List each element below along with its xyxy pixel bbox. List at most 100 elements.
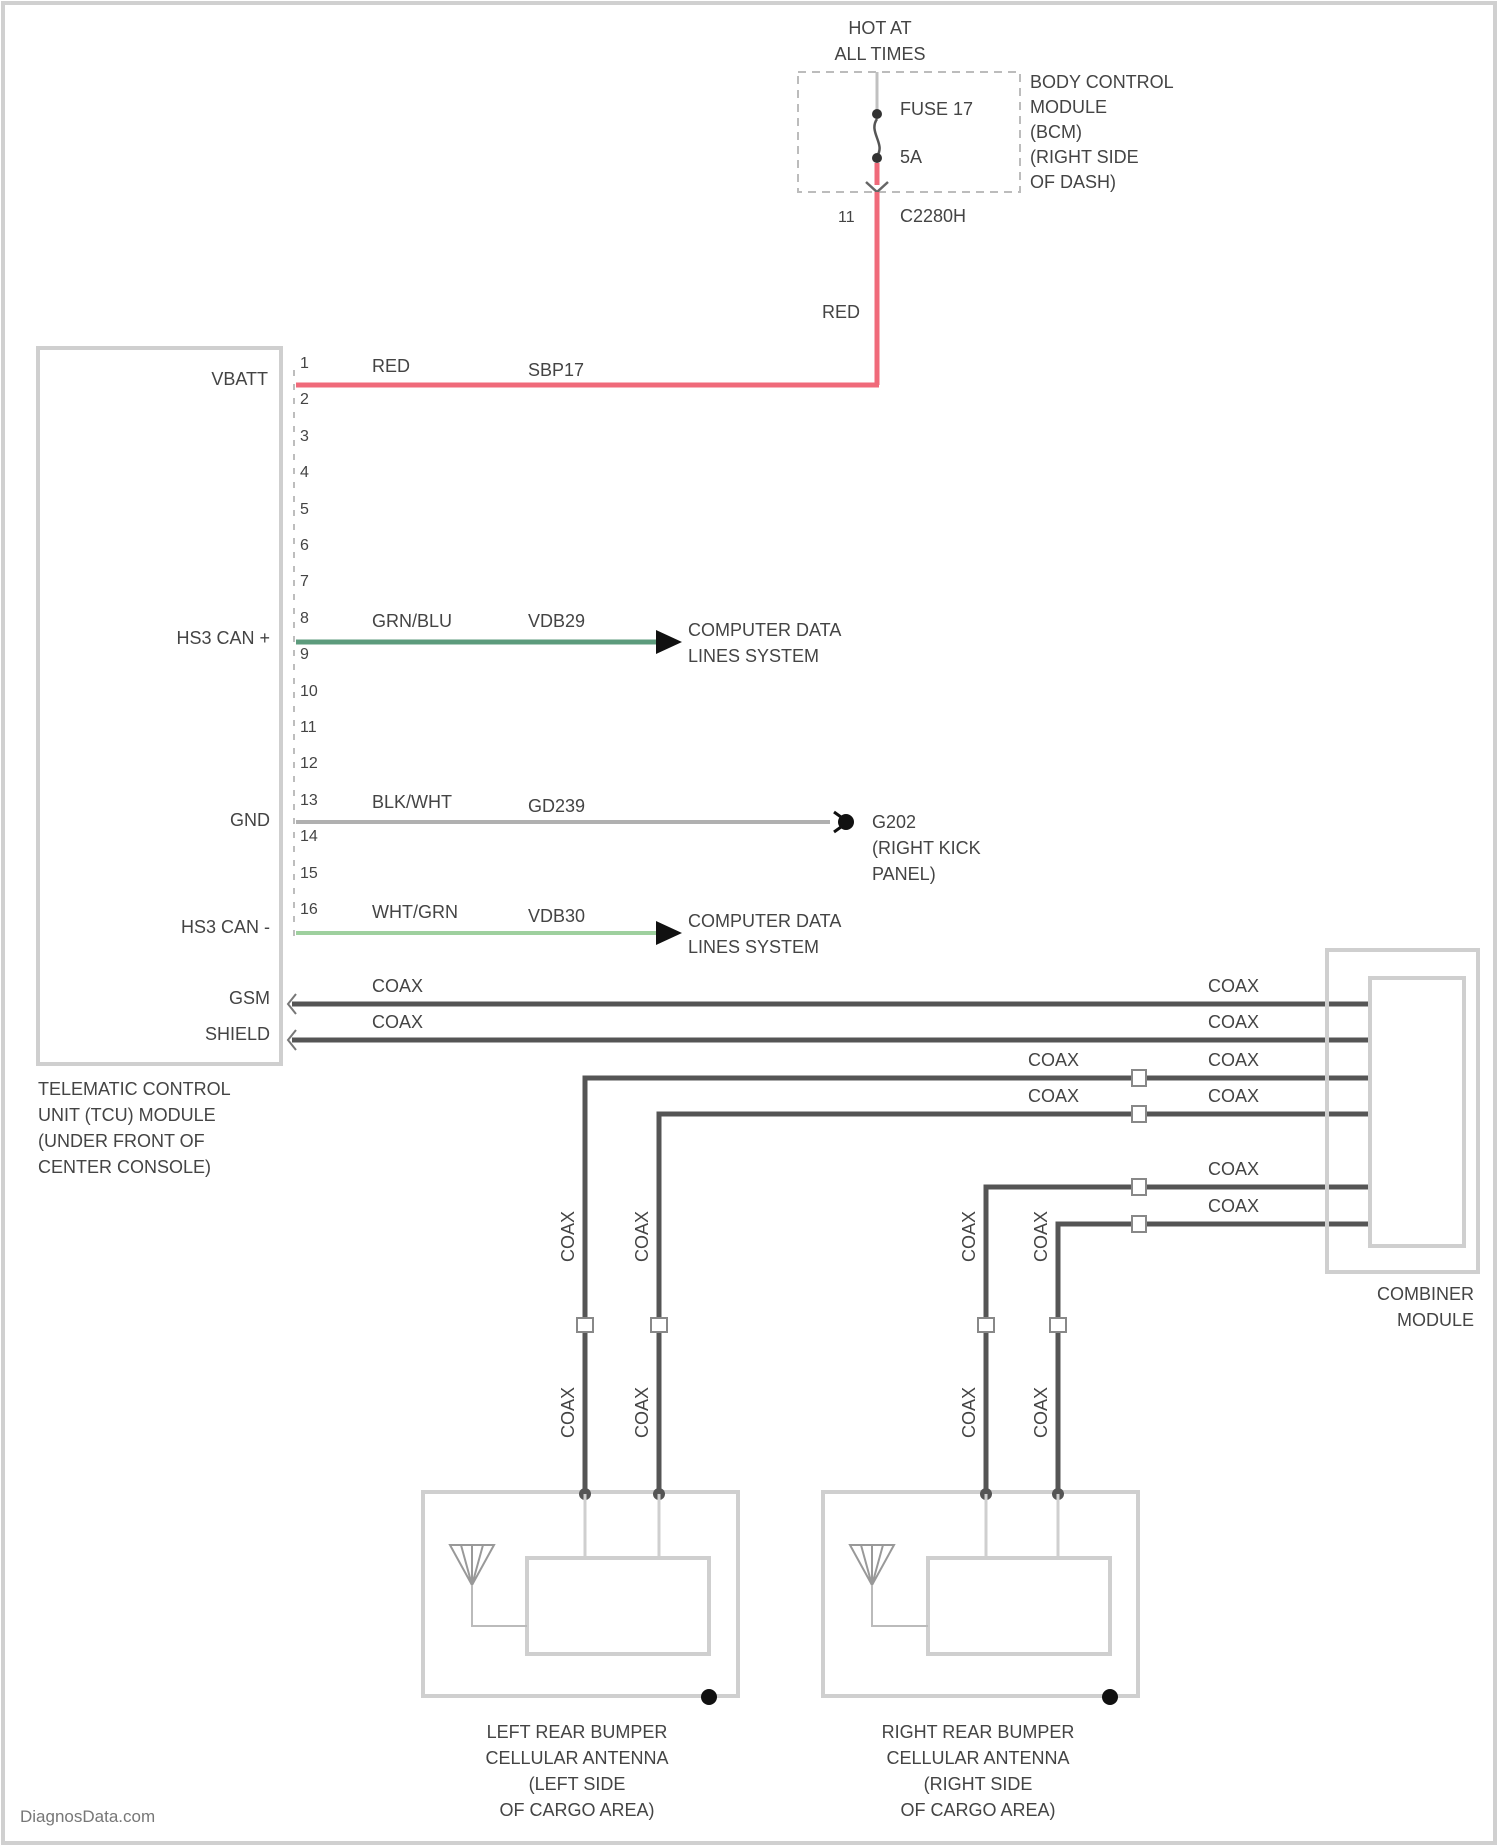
tcu-pin-number: 8 bbox=[300, 610, 309, 627]
combiner-name-1: COMBINER bbox=[1377, 1284, 1474, 1304]
left-antenna-icon-lead bbox=[472, 1585, 527, 1626]
tcu-pin-label-shield: SHIELD bbox=[205, 1024, 270, 1044]
tcu-pin-number: 14 bbox=[300, 828, 318, 845]
tcu-name-line-4: CENTER CONSOLE) bbox=[38, 1157, 211, 1177]
tcu-pin-number: 5 bbox=[300, 501, 309, 518]
tcu-pin-label-hs3-can-minus: HS3 CAN - bbox=[181, 917, 270, 937]
antenna-coax-lines: COAX COAX COAX COAX COAX COAX COAX COAX … bbox=[558, 1050, 1370, 1490]
tcu-pin-number: 4 bbox=[300, 464, 309, 481]
fuse-symbol bbox=[874, 119, 879, 156]
left-antenna-coax-b bbox=[659, 1114, 1370, 1490]
combiner-coax-label-6: COAX bbox=[1208, 1196, 1259, 1216]
hs3-can-plus-wire: GRN/BLU VDB29 COMPUTER DATA LINES SYSTEM bbox=[296, 611, 841, 666]
tcu-pin-number: 15 bbox=[300, 865, 318, 882]
bcm-label-5: OF DASH) bbox=[1030, 172, 1116, 192]
tcu-pin-number: 1 bbox=[300, 355, 309, 372]
tcu-pin-number: 13 bbox=[300, 792, 318, 809]
ground-point bbox=[838, 814, 854, 830]
fuse-name: FUSE 17 bbox=[900, 99, 973, 119]
can-minus-wire-color: WHT/GRN bbox=[372, 902, 458, 922]
vertical-coax-label-2: COAX bbox=[632, 1211, 652, 1262]
left-antenna-name-1: LEFT REAR BUMPER bbox=[487, 1722, 668, 1742]
left-antenna-icon bbox=[450, 1545, 494, 1585]
all-times-label: ALL TIMES bbox=[834, 44, 925, 64]
can-minus-dest-line-1: COMPUTER DATA bbox=[688, 911, 841, 931]
tcu-pin-number: 2 bbox=[300, 391, 309, 408]
ground-location-2: PANEL) bbox=[872, 864, 936, 884]
can-minus-wire-circuit: VDB30 bbox=[528, 906, 585, 926]
inline-connector-8 bbox=[1050, 1318, 1066, 1332]
right-antenna-coax-b bbox=[1058, 1224, 1370, 1490]
inline-connector-6 bbox=[651, 1318, 667, 1332]
bcm-label-3: (BCM) bbox=[1030, 122, 1082, 142]
left-antenna-name-3: (LEFT SIDE bbox=[529, 1774, 626, 1794]
can-minus-arrow bbox=[656, 921, 682, 945]
fuse-rating: 5A bbox=[900, 147, 922, 167]
left-antenna-name-2: CELLULAR ANTENNA bbox=[485, 1748, 668, 1768]
bcm-fuse-block: HOT AT ALL TIMES FUSE 17 5A BODY CONTROL… bbox=[798, 18, 1174, 226]
vertical-coax-label-4: COAX bbox=[1031, 1211, 1051, 1262]
inline-connector-3 bbox=[1132, 1179, 1146, 1195]
can-minus-dest-line-2: LINES SYSTEM bbox=[688, 937, 819, 957]
can-plus-wire-circuit: VDB29 bbox=[528, 611, 585, 631]
fuse-bottom-terminal bbox=[872, 153, 882, 163]
gnd-wire-circuit: GD239 bbox=[528, 796, 585, 816]
combiner-coax-label-5: COAX bbox=[1208, 1159, 1259, 1179]
bcm-label-2: MODULE bbox=[1030, 97, 1107, 117]
right-antenna-icon bbox=[850, 1545, 894, 1585]
inline-connector-2 bbox=[1132, 1106, 1146, 1122]
tcu-pin-number: 6 bbox=[300, 537, 309, 554]
right-antenna-ground-dot bbox=[1102, 1689, 1118, 1705]
tcu-pin-label-vbatt: VBATT bbox=[211, 369, 268, 389]
can-plus-dest-line-1: COMPUTER DATA bbox=[688, 620, 841, 640]
vertical-coax-label-8: COAX bbox=[1031, 1387, 1051, 1438]
inline-connector-1 bbox=[1132, 1070, 1146, 1086]
combiner-name-2: MODULE bbox=[1397, 1310, 1474, 1330]
vertical-coax-label-7: COAX bbox=[959, 1387, 979, 1438]
ground-wire: BLK/WHT GD239 G202 (RIGHT KICK PANEL) bbox=[296, 792, 981, 884]
right-antenna-name-1: RIGHT REAR BUMPER bbox=[882, 1722, 1075, 1742]
ground-id: G202 bbox=[872, 812, 916, 832]
shield-coax-label-left: COAX bbox=[372, 1012, 423, 1032]
inline-connector-5 bbox=[577, 1318, 593, 1332]
vbatt-wire-circuit: SBP17 bbox=[528, 360, 584, 380]
shield-coax-label-right: COAX bbox=[1208, 1012, 1259, 1032]
watermark: DiagnosData.com bbox=[20, 1807, 155, 1826]
right-antenna-name-3: (RIGHT SIDE bbox=[924, 1774, 1033, 1794]
tcu-coax-lines: COAX COAX COAX COAX bbox=[288, 976, 1370, 1050]
bcm-label-4: (RIGHT SIDE bbox=[1030, 147, 1139, 167]
gsm-coax-label-left: COAX bbox=[372, 976, 423, 996]
left-antenna-name-4: OF CARGO AREA) bbox=[499, 1800, 654, 1820]
combiner-coax-label-3: COAX bbox=[1028, 1086, 1079, 1106]
tcu-pin-number: 3 bbox=[300, 428, 309, 445]
ground-location-1: (RIGHT KICK bbox=[872, 838, 981, 858]
fuse-top-terminal bbox=[872, 109, 882, 119]
tcu-name-line-1: TELEMATIC CONTROL bbox=[38, 1079, 231, 1099]
tcu-name-line-2: UNIT (TCU) MODULE bbox=[38, 1105, 216, 1125]
bcm-connector-id: C2280H bbox=[900, 206, 966, 226]
vbatt-wire: RED RED SBP17 bbox=[296, 192, 879, 385]
vbatt-wire-color: RED bbox=[372, 356, 410, 376]
tcu-pin-number: 9 bbox=[300, 646, 309, 663]
tcu-pin-number: 12 bbox=[300, 755, 318, 772]
hot-at-label: HOT AT bbox=[848, 18, 911, 38]
right-antenna-name-4: OF CARGO AREA) bbox=[900, 1800, 1055, 1820]
gnd-wire-color: BLK/WHT bbox=[372, 792, 452, 812]
vertical-coax-label-5: COAX bbox=[558, 1387, 578, 1438]
vertical-coax-label-6: COAX bbox=[632, 1387, 652, 1438]
bcm-dashed-box bbox=[798, 72, 1020, 192]
inline-connector-7 bbox=[978, 1318, 994, 1332]
right-antenna-module: RIGHT REAR BUMPER CELLULAR ANTENNA (RIGH… bbox=[823, 1488, 1138, 1820]
inline-connector-4 bbox=[1132, 1216, 1146, 1232]
tcu-pin-label-gnd: GND bbox=[230, 810, 270, 830]
tcu-box bbox=[38, 348, 281, 1064]
can-plus-arrow bbox=[656, 630, 682, 654]
riser-wire-color: RED bbox=[822, 302, 860, 322]
combiner-coax-label-4: COAX bbox=[1208, 1086, 1259, 1106]
combiner-coax-label-1: COAX bbox=[1028, 1050, 1079, 1070]
tcu-pin-label-gsm: GSM bbox=[229, 988, 270, 1008]
tcu-pin-number: 11 bbox=[300, 719, 317, 736]
hs3-can-minus-wire: WHT/GRN VDB30 COMPUTER DATA LINES SYSTEM bbox=[296, 902, 841, 957]
